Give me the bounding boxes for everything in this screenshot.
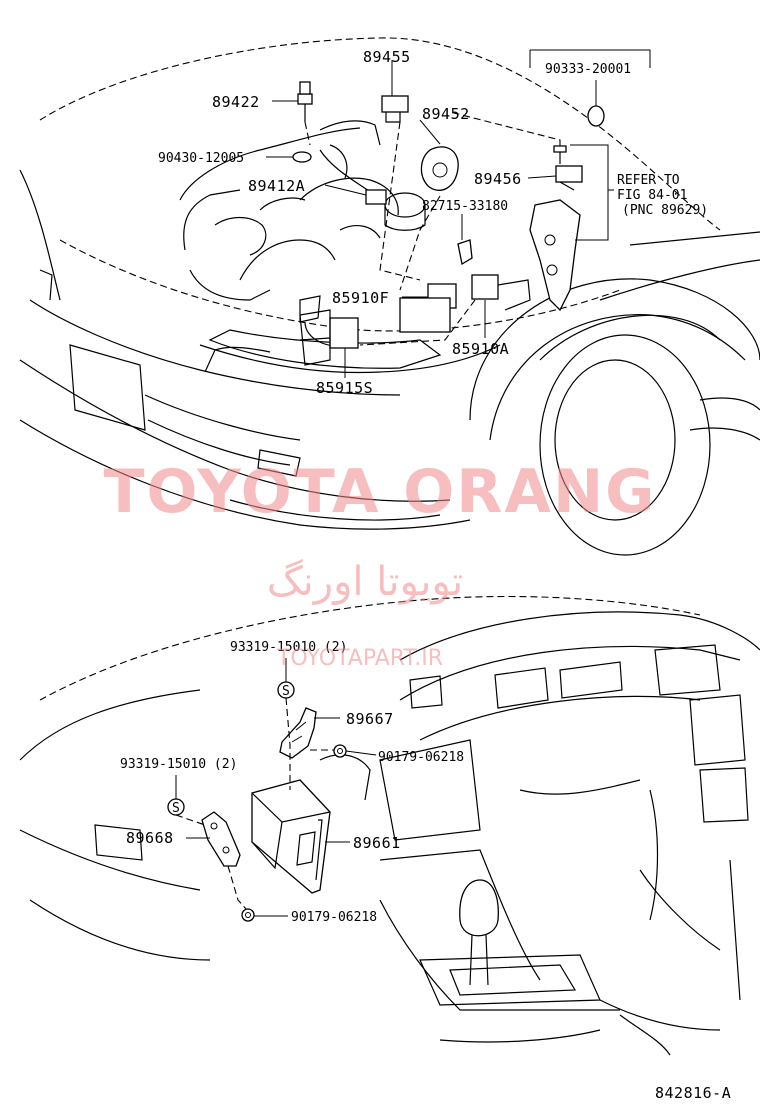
sensor-89422 [297, 81, 313, 122]
bracket-89668 [201, 811, 241, 867]
label-89455: 89455 [363, 48, 411, 66]
label-89422: 89422 [212, 93, 260, 111]
screw-93319-bottom: S [167, 798, 185, 816]
label-90179-06218-bottom: 90179-06218 [291, 910, 377, 925]
label-93319-15010-top: 93319-15010 (2) [230, 640, 347, 655]
labels-bottom: 93319-15010 (2) 89667 90179-06218 93319-… [120, 640, 464, 925]
clip-82715 [457, 239, 473, 266]
sensor-89455 [381, 95, 409, 123]
figure-id: 842816-A [655, 1084, 731, 1102]
label-refer-to: REFER TO [617, 173, 680, 188]
watermark: TOYOTA ORANG تویوتا اورنگ TOYOTAPART.IR [104, 457, 657, 671]
engine-parts [292, 81, 605, 366]
nut-90179-bottom [241, 908, 255, 922]
leader-lines-bottom [175, 658, 377, 917]
label-refer-pnc: (PNC 89629) [622, 203, 708, 218]
sensor-89456 [553, 145, 583, 191]
label-85915s: 85915S [316, 379, 373, 397]
harness-89412a [319, 149, 387, 205]
ecu-89661 [251, 779, 331, 894]
label-89456: 89456 [474, 170, 522, 188]
label-90333-20001: 90333-20001 [545, 62, 631, 77]
label-89452: 89452 [422, 105, 470, 123]
screw-93319-top: S [277, 681, 295, 699]
label-93319-15010-bottom: 93319-15010 (2) [120, 757, 237, 772]
gasket-90430 [292, 151, 312, 163]
leader-lines-top [266, 49, 651, 378]
bracket-fig84 [529, 199, 581, 312]
car-body-outline [19, 37, 760, 556]
labels-top: 89455 90333-20001 89422 89452 90430-1200… [158, 48, 708, 397]
label-85910a: 85910A [452, 340, 509, 358]
watermark-persian: تویوتا اورنگ [267, 559, 463, 605]
label-89412a: 89412A [248, 177, 305, 195]
label-90430-12005: 90430-12005 [158, 151, 244, 166]
relay-85910a [471, 274, 531, 311]
watermark-brand: TOYOTA ORANG [104, 457, 657, 527]
nut-90179-top [333, 744, 347, 758]
ecu-parts: S S [167, 681, 347, 922]
sensor-89452 [420, 146, 459, 191]
label-90179-06218-top: 90179-06218 [378, 750, 464, 765]
label-refer-fig: FIG 84-01 [617, 188, 687, 203]
relay-85915s [299, 309, 359, 366]
o-ring-90333 [587, 105, 605, 127]
label-85910f: 85910F [332, 289, 389, 307]
relay-85910f [399, 283, 457, 333]
label-89668: 89668 [126, 829, 174, 847]
dashboard-outline [19, 595, 760, 1056]
watermark-url: TOYOTAPART.IR [276, 646, 443, 671]
screw-letter: S [172, 801, 180, 816]
label-89661: 89661 [353, 834, 401, 852]
label-82715-33180: 82715-33180 [422, 199, 508, 214]
screw-letter: S [282, 684, 290, 699]
label-89667: 89667 [346, 710, 394, 728]
bracket-89667 [279, 707, 317, 759]
